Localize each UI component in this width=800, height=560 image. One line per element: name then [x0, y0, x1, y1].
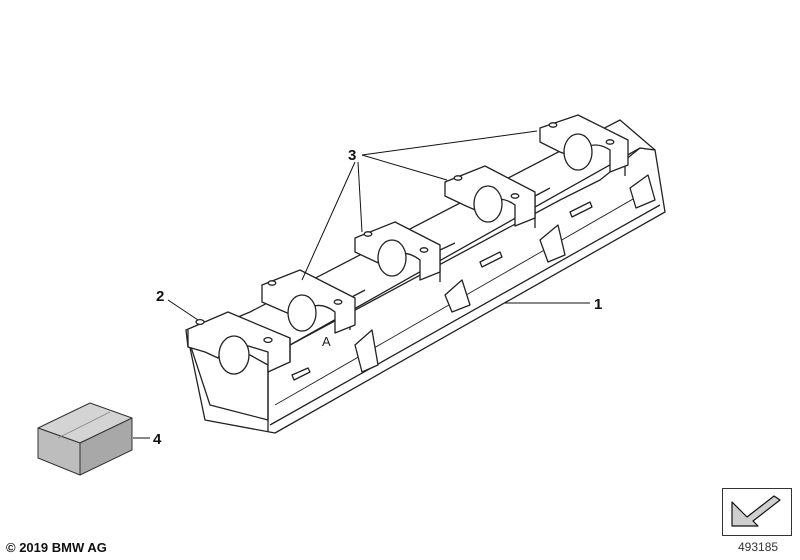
bearing-bridge-part-1[interactable] [187, 119, 666, 434]
leader-line-3-d [301, 161, 356, 281]
bearing-cap-part-3-b[interactable] [354, 221, 441, 281]
diagram-id-number: 493185 [738, 540, 779, 554]
bearing-cap-part-3-a[interactable] [261, 269, 356, 334]
leader-line-3-c [357, 161, 363, 233]
arrow-down-left-icon[interactable] [722, 488, 792, 536]
leader-line-3-b [361, 154, 448, 181]
bearing-cap-part-2[interactable] [185, 311, 291, 375]
leader-line-2 [167, 299, 199, 321]
part-marking-letter: A [322, 334, 331, 349]
accessory-box-part-4[interactable] [37, 402, 133, 476]
callout-3: 3 [348, 147, 356, 164]
leader-lines [133, 130, 590, 439]
callout-1: 1 [594, 296, 602, 313]
copyright-notice: © 2019 BMW AG [6, 540, 107, 555]
callout-4: 4 [153, 431, 162, 448]
bearing-cap-part-3-c[interactable] [444, 165, 536, 227]
bearing-cap-part-3-d[interactable] [539, 114, 629, 173]
callout-2: 2 [156, 288, 164, 305]
leader-line-3-a [361, 130, 538, 156]
